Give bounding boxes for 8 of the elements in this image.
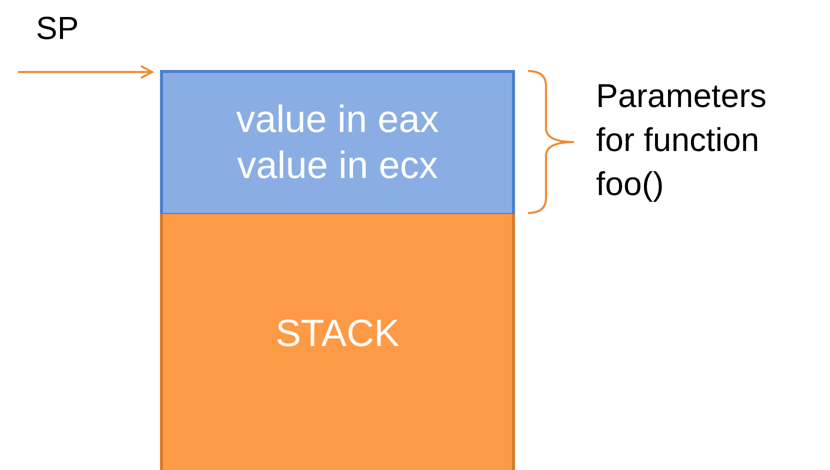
- parameter-block: [160, 70, 515, 216]
- arrow: [18, 65, 153, 79]
- annotation-text: Parameters for function foo(): [596, 76, 768, 204]
- block-text: value in eax: [236, 98, 439, 143]
- pointer-label: SP: [36, 10, 79, 46]
- block-text: value in ecx: [237, 144, 438, 189]
- stack-block: [160, 214, 515, 470]
- block-text: STACK: [276, 312, 400, 356]
